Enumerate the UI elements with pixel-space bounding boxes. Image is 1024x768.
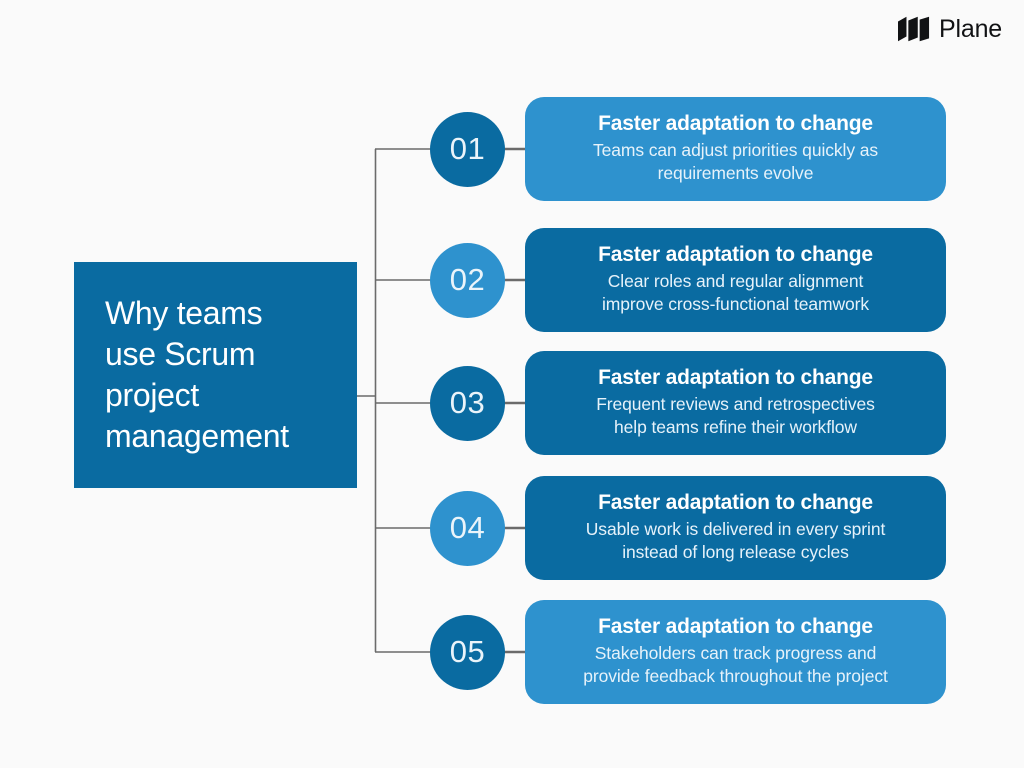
item-card-title: Faster adaptation to change [598,242,873,266]
brand-name: Plane [939,14,1002,43]
item-number-badge: 01 [430,111,505,187]
plane-logo-icon [898,16,930,42]
list-item: 02 Faster adaptation to change Clear rol… [430,228,946,332]
item-card-desc-line-1: Usable work is delivered in every sprint [585,518,886,539]
item-number-badge: 02 [430,242,505,318]
item-card-desc-line-2: requirements evolve [657,163,814,184]
item-card: Faster adaptation to change Clear roles … [525,228,946,332]
item-card-desc-line-1: Teams can adjust priorities quickly as [592,139,879,160]
brand-logo: Plane [898,16,1002,42]
item-card-title: Faster adaptation to change [598,490,873,514]
item-card-title: Faster adaptation to change [598,365,873,389]
item-card-desc-line-2: provide feedback throughout the project [583,666,888,687]
item-card: Faster adaptation to change Usable work … [525,476,946,580]
item-card-desc-line-2: instead of long release cycles [622,542,849,563]
page-title: Why teams use Scrum project management [74,293,319,457]
item-card: Faster adaptation to change Stakeholders… [525,600,946,704]
title-line-2: use Scrum [105,336,256,373]
title-box: Why teams use Scrum project management [74,262,357,488]
item-card-desc-line-2: help teams refine their workflow [614,417,857,438]
item-card-desc-line-1: Stakeholders can track progress and [594,642,877,663]
item-number-badge: 05 [430,614,505,690]
item-card-title: Faster adaptation to change [598,614,873,638]
list-item: 01 Faster adaptation to change Teams can… [430,97,946,201]
item-number-badge: 03 [430,365,505,441]
item-card-desc-line-1: Clear roles and regular alignment [607,270,864,291]
item-card-desc-line-2: improve cross-functional teamwork [601,294,870,315]
list-item: 05 Faster adaptation to change Stakehold… [430,600,946,704]
item-card: Faster adaptation to change Teams can ad… [525,97,946,201]
item-card-title: Faster adaptation to change [598,111,873,135]
item-number-badge: 04 [430,490,505,566]
list-item: 03 Faster adaptation to change Frequent … [430,351,946,455]
title-line-3: project [105,377,199,413]
title-line-1: Why teams [105,295,263,332]
item-card: Faster adaptation to change Frequent rev… [525,351,946,455]
item-card-desc-line-1: Frequent reviews and retrospectives [596,393,875,414]
list-item: 04 Faster adaptation to change Usable wo… [430,476,946,580]
title-line-4: management [105,417,289,454]
